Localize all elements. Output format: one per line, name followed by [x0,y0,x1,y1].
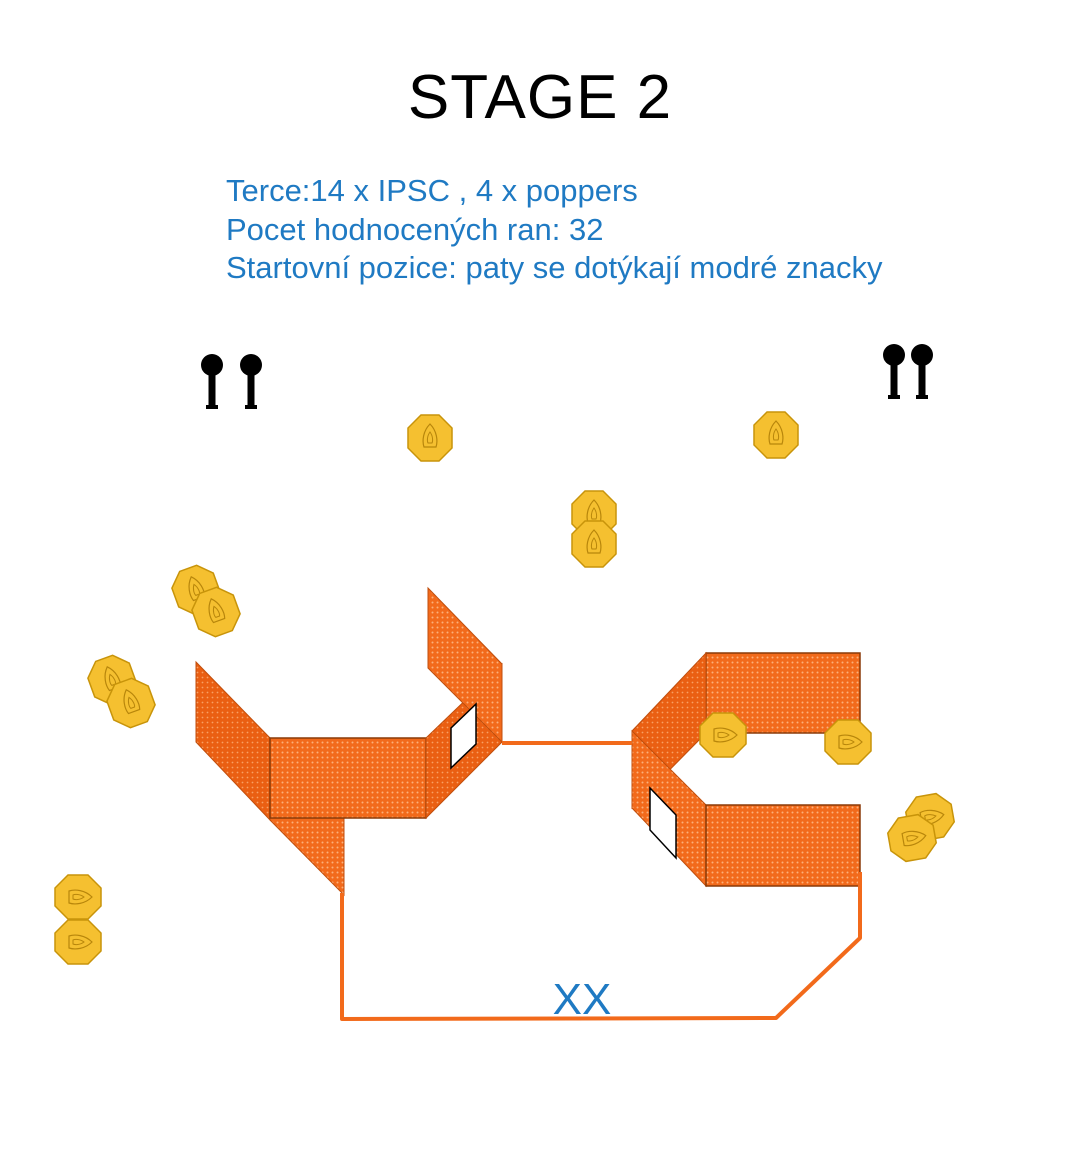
stage-info: Terce:14 x IPSC , 4 x poppers Pocet hodn… [226,172,882,288]
popper-icon [201,354,223,409]
ipsc-target-icon [699,712,747,758]
rounds-description: Pocet hodnocených ran: 32 [226,211,604,247]
wall-panel [195,660,271,822]
wall-panel [269,737,427,819]
popper-icon [883,344,905,399]
ipsc-target-icon [54,874,102,920]
popper-icon [911,344,933,399]
start-description: Startovní pozice: paty se dotýkají modré… [226,250,883,285]
ipsc-target-icon [824,719,872,765]
ipsc-target-icon [571,520,617,568]
right-barricade [631,651,861,888]
stage-title: STAGE 2 [407,63,673,132]
fault-line-front [340,872,862,1021]
fault-lines [340,741,862,1021]
window-opening [450,702,477,770]
window-opening [649,786,677,860]
ipsc-target-icon [407,414,453,462]
ipsc-target-icon [54,919,102,965]
left-barricade [195,586,503,897]
popper-group-left [201,354,262,409]
wall-panel [705,804,861,887]
start-marker: XX [553,975,612,1024]
popper-icon [240,354,262,409]
targets-description: Terce:14 x IPSC , 4 x poppers [226,173,638,208]
ipsc-target-icon [753,411,799,459]
popper-group-right [883,344,933,399]
